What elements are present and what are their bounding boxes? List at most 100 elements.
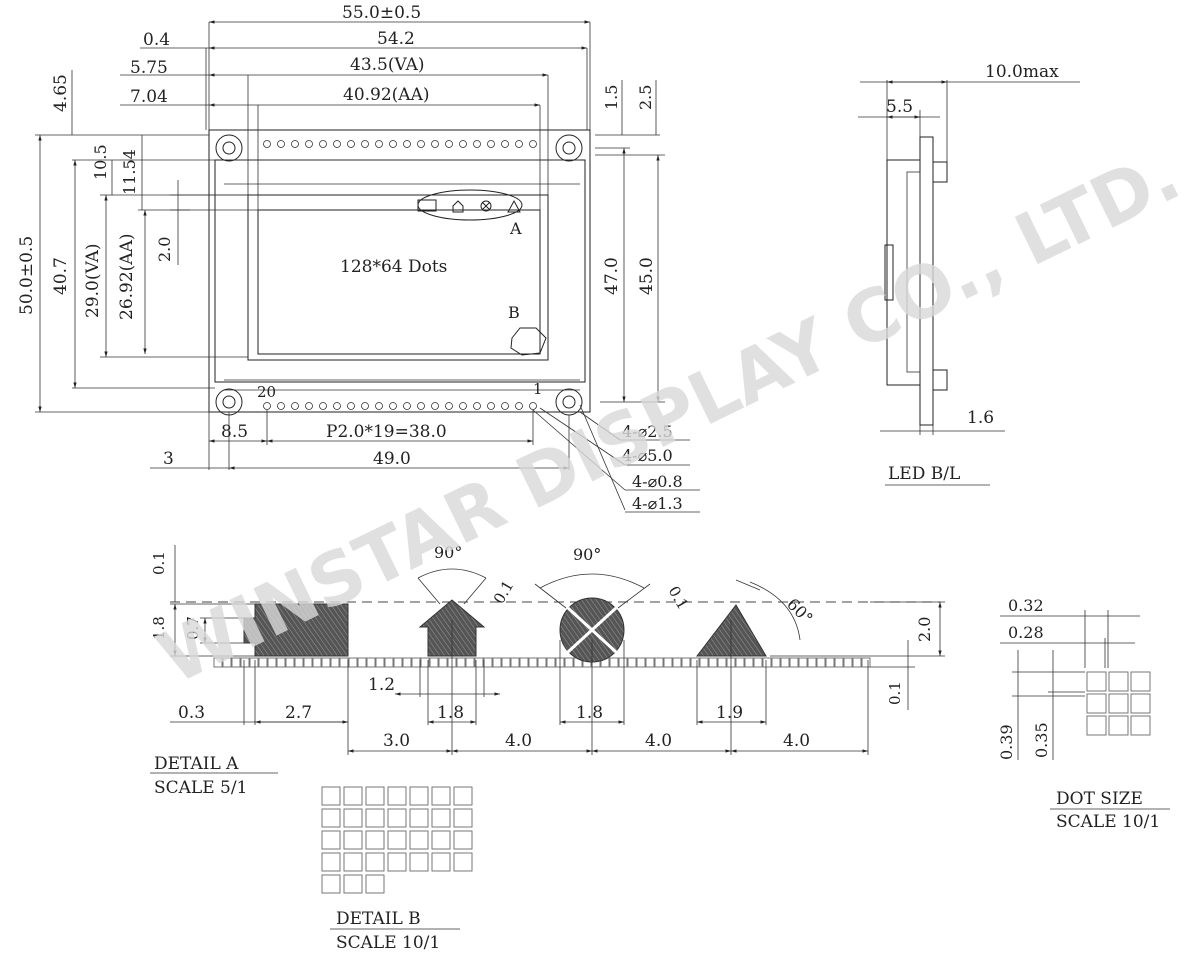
detail-b-dot (431, 830, 451, 850)
strip-dot (222, 657, 232, 668)
home-icon (452, 200, 464, 213)
detail-a: 90° 90° 0.1 0.1 60° 0.1 1.8 0.7 2.0 0.1 (150, 543, 945, 798)
pcb-outline (208, 129, 591, 413)
dot-size-dot (1130, 693, 1151, 714)
detail-b-dot (365, 808, 385, 828)
viewing-area (247, 194, 549, 361)
detail-b-dot (409, 830, 429, 850)
pin (445, 402, 453, 410)
detail-b-dot (365, 830, 385, 850)
strip-dot (465, 657, 475, 668)
dot-size-dot (1086, 693, 1107, 714)
pin (305, 402, 313, 410)
detail-b-dot (431, 808, 451, 828)
strip-dot (492, 657, 502, 668)
strip-dot (249, 657, 259, 668)
dim-0-35: 0.35 (1032, 722, 1051, 758)
detail-b-dot (321, 786, 341, 806)
active-area (257, 209, 541, 355)
dots-label: 128*64 Dots (340, 257, 447, 277)
detail-b-dot (321, 808, 341, 828)
pin (361, 140, 369, 148)
strip-dot (312, 657, 322, 668)
detail-b-dot (409, 786, 429, 806)
strip-dot (645, 657, 655, 668)
detail-b-dot (453, 830, 473, 850)
strip-dot (735, 657, 745, 668)
label-a: A (509, 219, 522, 238)
hole-spec-3: 4-⌀0.8 (632, 472, 683, 491)
dim-1-8-circle: 1.8 (576, 703, 603, 723)
strip-dot (384, 657, 394, 668)
detail-b-dot (431, 786, 451, 806)
side-connector (884, 244, 894, 301)
segment-dot-strip (213, 657, 871, 668)
strip-dot (510, 657, 520, 668)
pin (333, 140, 341, 148)
pin (529, 402, 537, 410)
pin (529, 140, 537, 148)
dim-0-1-bottom: 0.1 (886, 681, 904, 705)
strip-dot (780, 657, 790, 668)
dim-1-8-vert: 1.8 (150, 616, 168, 640)
pin (263, 140, 271, 148)
strip-dot (339, 657, 349, 668)
mounting-hole-bottom-left (215, 388, 243, 416)
strip-dot (402, 657, 412, 668)
strip-dot (672, 657, 682, 668)
pin (361, 402, 369, 410)
detail-b-dot (365, 874, 385, 894)
dot-size-dot (1086, 715, 1107, 736)
dot-size: 0.32 0.28 0.39 0.35 DOT SIZE SCALE 10/1 (997, 596, 1170, 832)
detail-b-dot (453, 808, 473, 828)
detail-b-dot (387, 808, 407, 828)
strip-dot (411, 657, 421, 668)
circle-x-icon (480, 200, 492, 212)
dim-47: 47.0 (602, 257, 622, 295)
dim-0-7: 0.7 (184, 616, 202, 640)
dim-2-7: 2.7 (285, 703, 312, 723)
pin (291, 140, 299, 148)
dim-4-65: 4.65 (51, 74, 71, 112)
battery-icon (417, 199, 437, 212)
dot-size-dot (1086, 671, 1107, 692)
dim-0-32: 0.32 (1008, 596, 1044, 615)
detail-b-dot (431, 852, 451, 872)
strip-dot (456, 657, 466, 668)
strip-dot (843, 657, 853, 668)
strip-dot (771, 657, 781, 668)
pin (459, 140, 467, 148)
angle-90-home: 90° (434, 543, 462, 562)
dim-7-04: 7.04 (130, 87, 168, 107)
hole-spec-1: 4-⌀2.5 (622, 422, 673, 441)
detail-b-dot (387, 786, 407, 806)
strip-dot (366, 657, 376, 668)
dot-size-dot (1108, 671, 1129, 692)
pin (347, 402, 355, 410)
dim-0-4: 0.4 (143, 30, 170, 50)
side-caption: LED B/L (888, 464, 960, 484)
dim-55: 55.0±0.5 (342, 3, 421, 23)
pin (375, 140, 383, 148)
dim-29-0: 29.0(VA) (83, 243, 103, 318)
strip-dot (546, 657, 556, 668)
pin (445, 140, 453, 148)
mounting-hole-top-left (215, 134, 243, 162)
dim-3: 3 (163, 449, 174, 469)
dim-0-1-top: 0.1 (150, 551, 168, 575)
detail-b-dot (387, 852, 407, 872)
strip-dot (618, 657, 628, 668)
dim-1-6: 1.6 (967, 408, 994, 428)
strip-dot (375, 657, 385, 668)
strip-dot (663, 657, 673, 668)
dim-0-28: 0.28 (1008, 623, 1044, 642)
dim-40-7: 40.7 (51, 257, 71, 295)
pin (501, 140, 509, 148)
strip-dot (753, 657, 763, 668)
detail-b-dot (409, 852, 429, 872)
pin (277, 402, 285, 410)
dot-size-dot (1108, 715, 1129, 736)
label-b: B (508, 303, 520, 322)
dim-49: 49.0 (373, 449, 411, 469)
